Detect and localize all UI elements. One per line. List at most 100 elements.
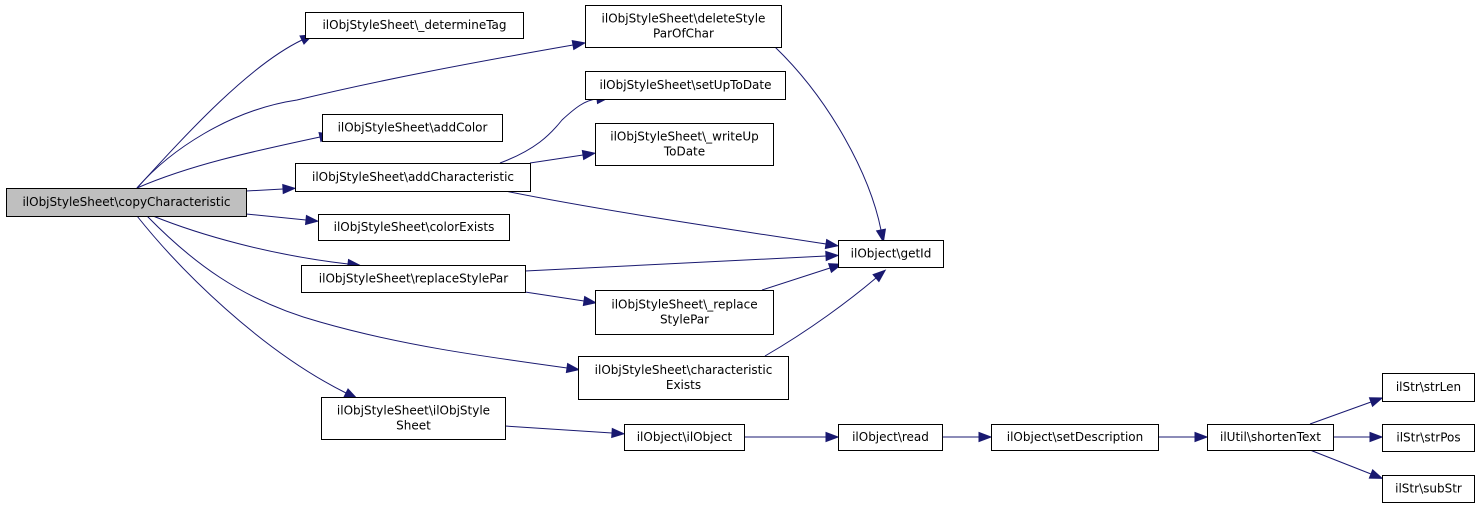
edge-copyChar-to-ctor (136, 215, 358, 400)
node-box (1207, 424, 1334, 451)
edge-addChar-to-getId (504, 190, 840, 250)
node-label: ilObjStyleSheet\addCharacteristic (312, 170, 514, 184)
node-label: Sheet (396, 419, 431, 433)
node-box (318, 214, 510, 241)
node-label: ParOfChar (653, 27, 714, 41)
node-copyChar[interactable]: ilObjStyleSheet\copyCharacteristic (6, 188, 247, 217)
edge-copyChar-to-addChar (245, 183, 297, 195)
node-box (1382, 424, 1475, 452)
edge-line (152, 215, 349, 265)
arrowhead-icon (581, 149, 597, 161)
node-label: StylePar (660, 313, 709, 327)
node-addChar[interactable]: ilObjStyleSheet\addCharacteristic (295, 163, 531, 192)
edge-line (1309, 401, 1372, 425)
node-box (1382, 373, 1475, 402)
node-strPos[interactable]: ilStr\strPos (1382, 424, 1475, 452)
node-strLen[interactable]: ilStr\strLen (1382, 373, 1475, 402)
edge-deleteStyle-to-getId (774, 46, 887, 244)
arrowhead-icon (343, 388, 358, 400)
node-box (301, 265, 526, 293)
edge-line (136, 39, 303, 189)
edge-ctor-to-ilObject (504, 425, 626, 439)
edge-setDesc-to-shortenText (1158, 431, 1209, 443)
node-label: ilStr\strLen (1396, 380, 1461, 394)
arrowhead-icon (565, 362, 581, 374)
arrowhead-icon (824, 238, 840, 250)
arrowhead-icon (304, 214, 320, 226)
node-_replaceStyle[interactable]: ilObjStyleSheet\_replaceStylePar (595, 290, 774, 335)
edge-copyChar-to-determineTag (136, 34, 315, 189)
node-getId[interactable]: ilObject\getId (838, 240, 944, 268)
arrowhead-icon (1368, 397, 1384, 408)
edge-replaceStyle-to-_replaceStyle (524, 291, 598, 307)
edge-line (529, 154, 584, 164)
node-label: ToDate (663, 145, 705, 159)
edge-line (1309, 449, 1372, 475)
arrowhead-icon (282, 183, 297, 195)
node-label: ilObject\setDescription (1007, 430, 1143, 444)
node-label: ilObject\ilObject (637, 430, 733, 444)
node-ctor[interactable]: ilObjStyleSheet\ilObjStyleSheet (321, 397, 506, 440)
node-box (321, 397, 506, 440)
node-replaceStyle[interactable]: ilObjStyleSheet\replaceStylePar (301, 265, 526, 293)
node-box (585, 71, 786, 100)
node-label: ilObjStyleSheet\_writeUp (610, 130, 759, 144)
node-box (295, 163, 531, 192)
node-label: ilObjStyleSheet\ilObjStyle (337, 404, 490, 418)
edge-read-to-setDesc (942, 431, 993, 443)
edge-copyChar-to-colorExists (245, 213, 320, 226)
edges-layer (136, 34, 1384, 479)
arrowhead-icon (825, 250, 840, 262)
node-label: ilObjStyleSheet\addColor (338, 121, 488, 135)
node-setDesc[interactable]: ilObject\setDescription (991, 424, 1159, 451)
node-label: ilUtil\shortenText (1220, 430, 1321, 444)
edge-line (524, 291, 585, 302)
node-label: ilObjStyleSheet\replaceStylePar (319, 272, 508, 286)
node-addColor[interactable]: ilObjStyleSheet\addColor (322, 114, 503, 142)
node-box (838, 240, 944, 268)
edge-line (245, 188, 284, 192)
node-label: Exists (666, 378, 701, 392)
edge-line (136, 136, 321, 189)
node-box (595, 290, 774, 335)
edge-line (504, 190, 827, 245)
arrowhead-icon (582, 295, 598, 307)
edge-line (764, 277, 877, 357)
edge-ilObject-to-read (744, 431, 840, 443)
node-label: ilObjStyleSheet\setUpToDate (600, 78, 772, 92)
edge-line (761, 267, 831, 291)
node-setUpToDate[interactable]: ilObjStyleSheet\setUpToDate (585, 71, 786, 100)
node-label: ilStr\subStr (1395, 482, 1462, 496)
node-colorExists[interactable]: ilObjStyleSheet\colorExists (318, 214, 510, 241)
node-box (578, 356, 789, 400)
arrowhead-icon (1368, 468, 1384, 479)
node-box (322, 114, 503, 142)
node-determineTag[interactable]: ilObjStyleSheet\_determineTag (305, 12, 524, 39)
edge-replaceStyle-to-getId (524, 250, 840, 272)
edge-copyChar-to-deleteStyle (136, 39, 587, 189)
node-box (595, 123, 774, 166)
arrowhead-icon (611, 427, 626, 439)
node-label: ilObjStyleSheet\_determineTag (322, 18, 506, 32)
nodes-layer: ilObjStyleSheet\copyCharacteristic ilObjS… (6, 5, 1475, 503)
edge-line (146, 215, 568, 369)
node-box (585, 5, 782, 48)
node-label: ilObjStyleSheet\deleteStyle (602, 12, 766, 26)
arrowhead-icon (825, 431, 840, 443)
edge-shortenText-to-strLen (1309, 397, 1384, 425)
edge-line (774, 46, 882, 231)
node-label: ilObjStyleSheet\characteristic (595, 363, 773, 377)
node-box (6, 188, 247, 217)
node-read[interactable]: ilObject\read (838, 424, 943, 451)
node-ilObject[interactable]: ilObject\ilObject (624, 424, 745, 451)
node-label: ilObjStyleSheet\colorExists (334, 220, 495, 234)
arrowhead-icon (875, 228, 887, 244)
arrowhead-icon (571, 39, 587, 51)
node-shortenText[interactable]: ilUtil\shortenText (1207, 424, 1334, 451)
node-label: ilObject\read (852, 430, 929, 444)
node-subStr[interactable]: ilStr\subStr (1382, 475, 1475, 503)
edge-line (524, 255, 827, 272)
